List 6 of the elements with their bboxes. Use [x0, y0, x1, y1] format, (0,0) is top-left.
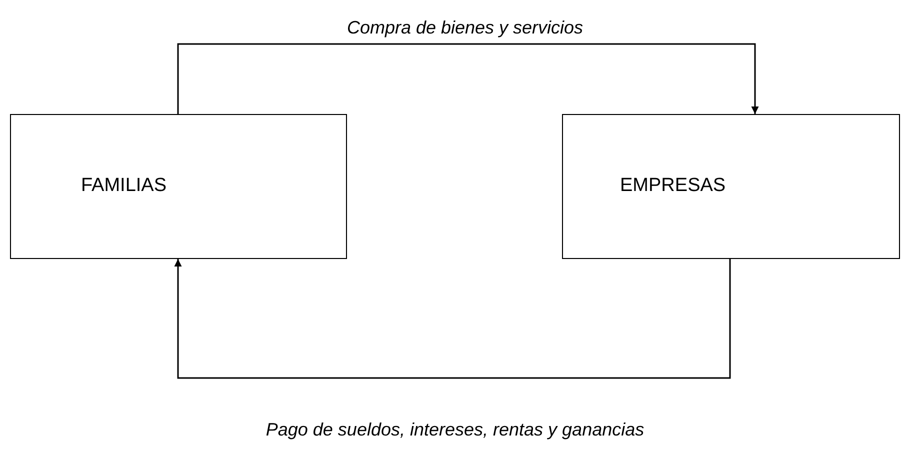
box-label: EMPRESAS — [620, 174, 726, 198]
flow-arrow — [174, 259, 731, 379]
entity-box — [562, 114, 900, 259]
entity-box — [10, 114, 347, 259]
box-label: FAMILIAS — [81, 174, 167, 198]
flow-arrow — [177, 43, 759, 114]
